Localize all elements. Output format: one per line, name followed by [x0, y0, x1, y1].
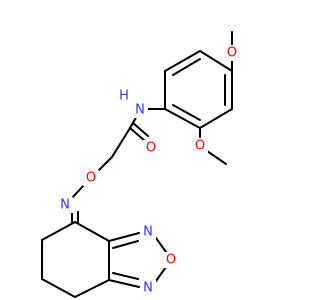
bond	[199, 108, 233, 129]
bond	[199, 50, 233, 72]
bond	[111, 127, 131, 158]
methoxy-oxygen-label: O	[227, 46, 237, 61]
furazan-nitrogen-label: N	[143, 281, 153, 296]
bonds	[41, 31, 233, 298]
furazan-nitrogen-label: N	[143, 225, 153, 240]
amide-hydrogen-label: H	[119, 89, 129, 104]
carbonyl-oxygen-label: O	[146, 141, 156, 156]
methoxy-oxygen-label: O	[195, 139, 205, 154]
bond	[41, 278, 76, 298]
bond	[112, 272, 139, 280]
bond	[97, 156, 113, 172]
bond	[172, 104, 201, 121]
bond	[132, 122, 149, 137]
bond	[74, 279, 110, 298]
bond	[41, 221, 76, 241]
bond	[206, 150, 227, 165]
amide-nitrogen-label: N	[135, 103, 145, 118]
ether-oxygen-label: O	[86, 171, 96, 186]
bond	[74, 221, 110, 242]
bond	[108, 279, 140, 288]
bond	[155, 266, 167, 282]
oxime-nitrogen-label: N	[60, 198, 70, 213]
bond	[112, 240, 139, 249]
bond	[71, 184, 85, 199]
bond	[164, 50, 201, 72]
bond	[155, 237, 167, 253]
molecule-structure: O O H N O O N N O N	[41, 31, 240, 298]
bond	[172, 58, 201, 76]
bond	[108, 232, 140, 242]
bond	[164, 108, 201, 129]
bond	[129, 127, 146, 142]
furazan-oxygen-label: O	[166, 253, 176, 268]
molecule-canvas: O O H N O O N N O N	[41, 31, 240, 298]
atom-labels: O O H N O O N N O N	[57, 45, 240, 296]
